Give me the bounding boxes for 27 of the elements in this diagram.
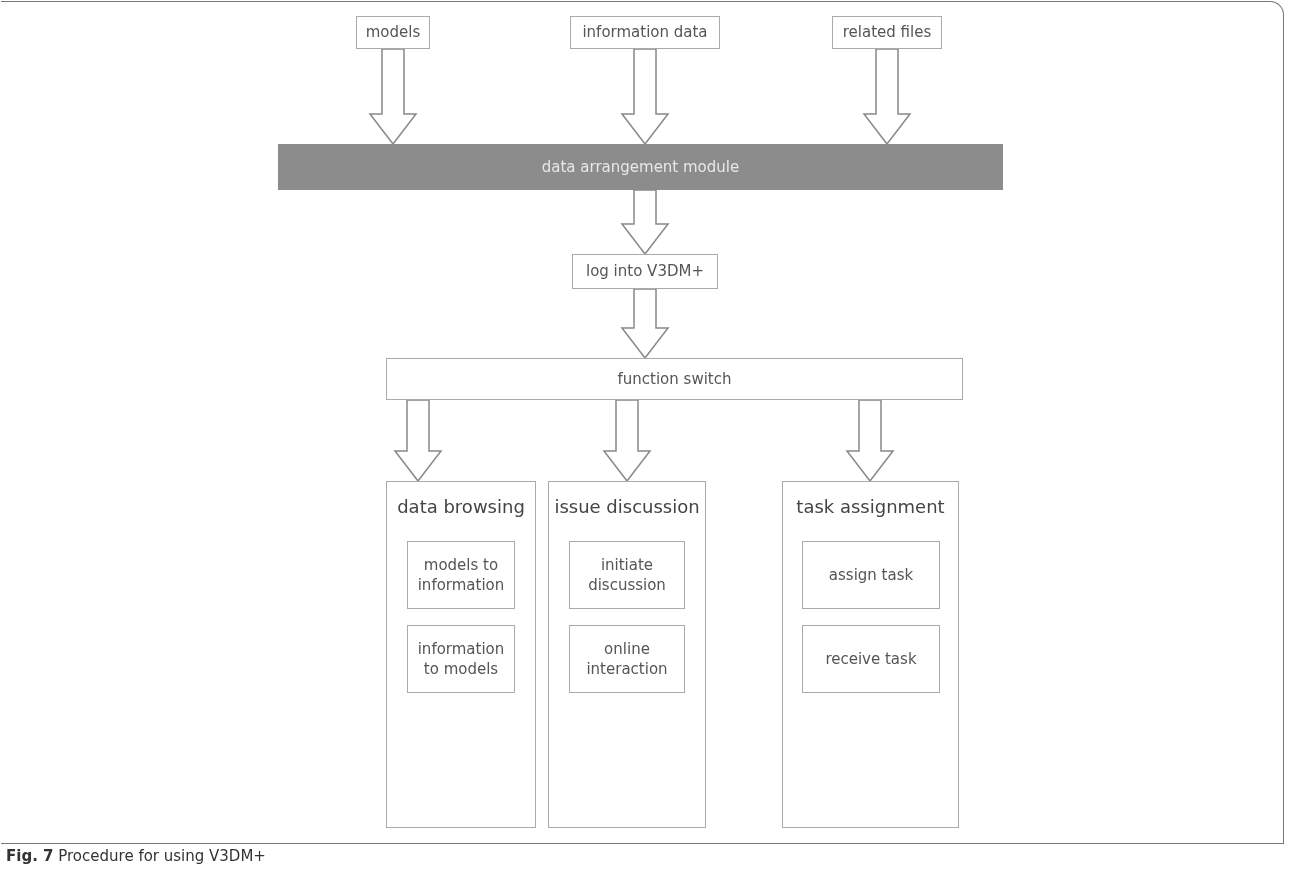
module-bar: data arrangement module (278, 144, 1003, 190)
process-box: function switch (386, 358, 963, 400)
process-box: models (356, 16, 430, 49)
group-panel (386, 481, 536, 828)
block-arrow (620, 189, 670, 256)
process-box: log into V3DM+ (572, 254, 718, 289)
block-arrow (368, 48, 418, 146)
process-box: assign task (802, 541, 940, 609)
process-box: related files (832, 16, 942, 49)
group-panel (548, 481, 706, 828)
panel-heading: task assignment (796, 496, 945, 517)
panel-heading: data browsing (397, 496, 525, 517)
group-panel (782, 481, 959, 828)
block-arrow (620, 288, 670, 360)
process-box: information to models (407, 625, 515, 693)
block-arrow (845, 399, 895, 483)
panel-heading: issue discussion (554, 496, 700, 517)
process-box: information data (570, 16, 720, 49)
block-arrow (602, 399, 652, 483)
process-box: models to information (407, 541, 515, 609)
process-box: receive task (802, 625, 940, 693)
figure-caption: Fig. 7 Procedure for using V3DM+ (6, 847, 266, 865)
block-arrow (862, 48, 912, 146)
block-arrow (393, 399, 443, 483)
process-box: initiate discussion (569, 541, 685, 609)
process-box: online interaction (569, 625, 685, 693)
block-arrow (620, 48, 670, 146)
